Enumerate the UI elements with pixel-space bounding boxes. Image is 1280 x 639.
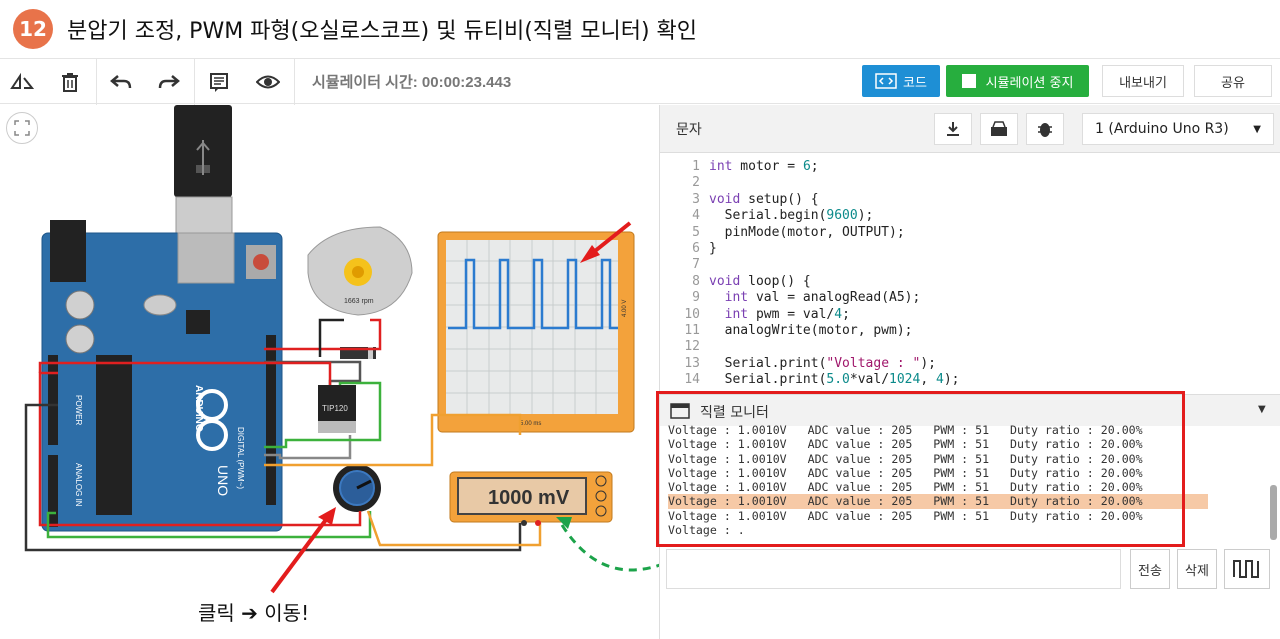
- multimeter-reading: 1000 mV: [488, 487, 570, 509]
- board-select-value: 1 (Arduino Uno R3): [1095, 121, 1229, 137]
- serial-monitor-icon: [670, 403, 690, 419]
- library-button[interactable]: [980, 113, 1018, 145]
- step-badge: 12: [13, 9, 53, 49]
- notes-icon[interactable]: [205, 68, 233, 96]
- line-number: 4: [692, 208, 700, 224]
- code-panel-header: 문자 1 (Arduino Uno R3) ▼: [660, 105, 1280, 153]
- line-number: 10: [684, 306, 700, 322]
- debug-button[interactable]: [1026, 113, 1064, 145]
- chevron-down-icon: ▼: [1253, 123, 1261, 135]
- serial-scrollbar[interactable]: [1270, 485, 1277, 540]
- fit-view-button[interactable]: [6, 112, 38, 144]
- code-lines[interactable]: int motor = 6; void setup() { Serial.beg…: [709, 159, 960, 388]
- clear-button[interactable]: 삭제: [1177, 549, 1217, 589]
- fit-view-icon: [14, 120, 30, 136]
- export-button[interactable]: 내보내기: [1102, 65, 1184, 97]
- send-button[interactable]: 전송: [1130, 549, 1170, 589]
- line-number: 1: [692, 159, 700, 174]
- rotate-icon[interactable]: [8, 68, 36, 96]
- scope-volt-label: 4.00 V: [622, 300, 628, 317]
- serial-input[interactable]: [666, 549, 1121, 589]
- line-number: 11: [684, 323, 700, 339]
- stop-simulation-label: 시뮬레이션 중지: [985, 75, 1074, 91]
- stop-simulation-button[interactable]: 시뮬레이션 중지: [946, 65, 1089, 97]
- serial-monitor-header[interactable]: 직렬 모니터 ▼: [660, 394, 1280, 426]
- library-icon: [991, 121, 1007, 136]
- page-title: 분압기 조정, PWM 파형(오실로스코프) 및 듀티비(직렬 모니터) 확인: [67, 19, 698, 44]
- scope-time-label: 5.00 ms: [520, 421, 541, 427]
- motor-rpm-label: 1663 rpm: [344, 298, 374, 305]
- line-number: 9: [692, 290, 700, 306]
- eye-icon[interactable]: [254, 68, 282, 96]
- download-icon: [947, 122, 959, 136]
- stop-icon: [961, 74, 976, 88]
- arduino-model-label: UNO: [215, 465, 231, 496]
- arduino-digital-label: DIGITAL (PWM~): [236, 427, 245, 489]
- share-button[interactable]: 공유: [1194, 65, 1272, 97]
- bug-icon: [1038, 123, 1052, 137]
- serial-line: Voltage : 1.0010V ADC value : 205 PWM : …: [668, 508, 1143, 523]
- code-button-label: 코드: [903, 75, 927, 91]
- line-number: 13: [684, 355, 700, 371]
- code-button[interactable]: 코드: [862, 65, 940, 97]
- serial-line: Voltage : 1.0010V ADC value : 205 PWM : …: [668, 451, 1143, 466]
- arduino-power-label: POWER: [74, 395, 83, 425]
- redo-icon[interactable]: [155, 68, 183, 96]
- simulation-time: 시뮬레이터 시간: 00:00:23.443: [312, 74, 512, 91]
- line-number: 7: [692, 257, 700, 273]
- board-select[interactable]: 1 (Arduino Uno R3) ▼: [1082, 113, 1274, 145]
- line-number: 2: [692, 175, 700, 191]
- collapse-icon[interactable]: ▼: [1258, 404, 1266, 415]
- download-button[interactable]: [934, 113, 972, 145]
- title-bar: 12 분압기 조정, PWM 파형(오실로스코프) 및 듀티비(직렬 모니터) …: [0, 0, 1280, 58]
- graph-button[interactable]: [1224, 549, 1270, 589]
- circuit-canvas[interactable]: UNO ARDUINO DIGITAL (PWM~) ANALOG IN POW…: [0, 105, 659, 639]
- line-number: 12: [684, 339, 700, 355]
- transistor-label: TIP120: [322, 404, 348, 413]
- serial-line: Voltage : 1.0010V ADC value : 205 PWM : …: [668, 494, 1208, 509]
- waveform-icon: [1233, 560, 1259, 578]
- serial-output: Voltage : 1.0010V ADC value : 205 PWM : …: [668, 423, 1208, 537]
- line-number: 14: [684, 372, 700, 388]
- serial-line: Voltage : .: [668, 523, 745, 538]
- code-icon: [875, 73, 897, 89]
- serial-line: Voltage : 1.0010V ADC value : 205 PWM : …: [668, 437, 1143, 452]
- serial-monitor-title: 직렬 모니터: [700, 405, 769, 421]
- line-number: 8: [692, 273, 700, 289]
- line-number: 3: [692, 191, 700, 207]
- arduino-analog-label: ANALOG IN: [74, 463, 83, 507]
- serial-line: Voltage : 1.0010V ADC value : 205 PWM : …: [668, 423, 1143, 437]
- line-number: 5: [692, 224, 700, 240]
- line-number: 6: [692, 241, 700, 257]
- serial-line: Voltage : 1.0010V ADC value : 205 PWM : …: [668, 465, 1143, 480]
- toolbar: 시뮬레이터 시간: 00:00:23.443 코드 시뮬레이션 중지 내보내기 …: [0, 58, 1280, 105]
- arduino-brand-label: ARDUINO: [193, 385, 204, 432]
- instruction-note: 클릭 ➔ 이동!: [198, 601, 310, 625]
- trash-icon[interactable]: [56, 68, 84, 96]
- code-mode-label[interactable]: 문자: [676, 122, 702, 138]
- undo-icon[interactable]: [107, 68, 135, 96]
- serial-line: Voltage : 1.0010V ADC value : 205 PWM : …: [668, 480, 1143, 495]
